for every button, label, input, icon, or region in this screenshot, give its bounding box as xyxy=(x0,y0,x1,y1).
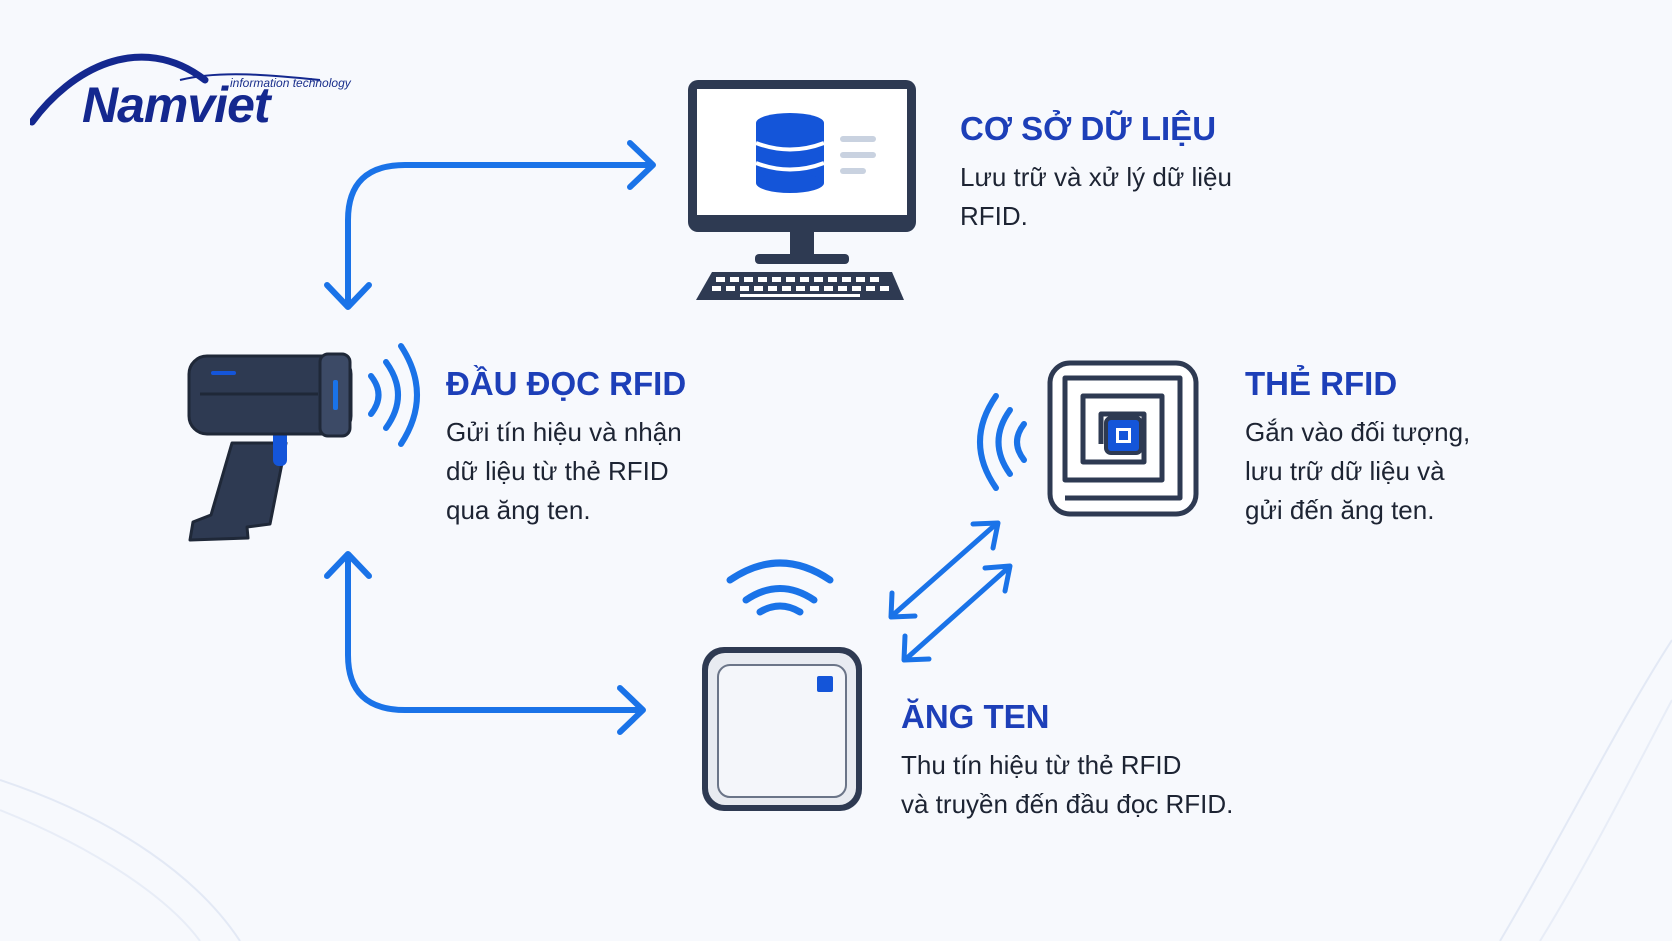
tag-signal-icon xyxy=(977,393,1027,491)
database-desc-line: Lưu trữ và xử lý dữ liệu xyxy=(960,162,1232,192)
antenna-description: Thu tín hiệu từ thẻ RFID và truyền đến đ… xyxy=(901,746,1233,824)
namviet-logo: information technology Namviet xyxy=(30,40,351,133)
tag-title: THẺ RFID xyxy=(1245,365,1398,402)
antenna-title: ĂNG TEN xyxy=(901,698,1050,735)
reader-desc-line: Gửi tín hiệu và nhận xyxy=(446,417,682,447)
rfid-handheld-reader-icon xyxy=(187,352,353,542)
reader-desc-line: dữ liệu từ thẻ RFID xyxy=(446,456,669,486)
reader-signal-icon xyxy=(368,343,420,447)
tag-description: Gắn vào đối tượng, lưu trữ dữ liệu và gử… xyxy=(1245,413,1470,530)
rfid-antenna-icon xyxy=(702,647,862,811)
antenna-info: ĂNG TEN Thu tín hiệu từ thẻ RFID và truy… xyxy=(901,698,1233,824)
antenna-desc-line: Thu tín hiệu từ thẻ RFID xyxy=(901,750,1182,780)
reader-desc-line: qua ăng ten. xyxy=(446,495,591,525)
reader-description: Gửi tín hiệu và nhận dữ liệu từ thẻ RFID… xyxy=(446,413,686,530)
database-desc-line: RFID. xyxy=(960,201,1028,231)
reader-database-arrow xyxy=(324,140,656,310)
antenna-desc-line: và truyền đến đầu đọc RFID. xyxy=(901,789,1234,819)
computer-database-icon xyxy=(688,80,916,300)
reader-antenna-arrow xyxy=(324,551,646,735)
rfid-tag-icon xyxy=(1047,360,1199,517)
reader-info: ĐẦU ĐỌC RFID Gửi tín hiệu và nhận dữ liệ… xyxy=(446,365,686,530)
tag-info: THẺ RFID Gắn vào đối tượng, lưu trữ dữ l… xyxy=(1245,365,1470,530)
tag-desc-line: Gắn vào đối tượng, xyxy=(1245,417,1471,447)
database-description: Lưu trữ và xử lý dữ liệu RFID. xyxy=(960,158,1232,236)
logo-wordmark: Namviet xyxy=(82,77,271,133)
antenna-signal-icon xyxy=(726,559,834,616)
antenna-tag-arrows xyxy=(888,520,1013,663)
logo-swoosh-icon xyxy=(30,53,321,126)
tag-desc-line: gửi đến ăng ten. xyxy=(1245,495,1435,525)
tag-desc-line: lưu trữ dữ liệu và xyxy=(1245,456,1445,486)
logo-tagline: information technology xyxy=(230,76,351,90)
database-info: CƠ SỞ DỮ LIỆU Lưu trữ và xử lý dữ liệu R… xyxy=(960,110,1232,236)
database-title: CƠ SỞ DỮ LIỆU xyxy=(960,110,1217,147)
reader-title: ĐẦU ĐỌC RFID xyxy=(446,365,687,402)
